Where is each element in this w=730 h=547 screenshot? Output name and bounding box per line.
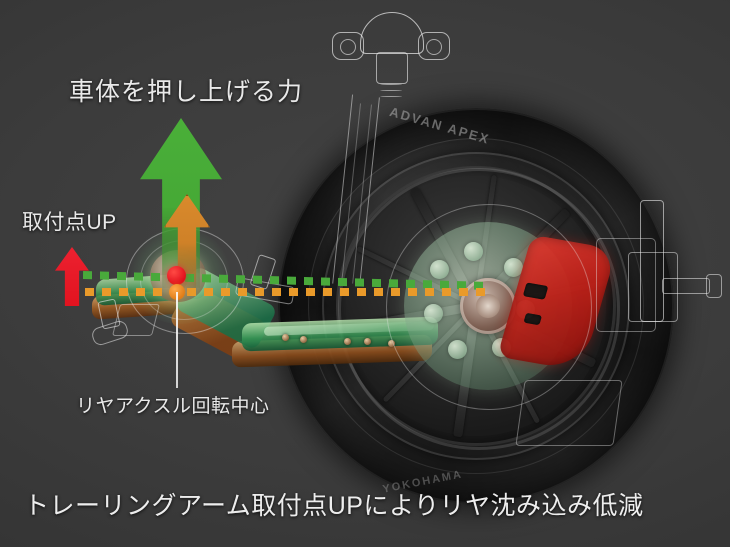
rear-damper-body <box>628 252 678 322</box>
label-push-force: 車体を押し上げる力 <box>69 78 304 106</box>
rear-damper-tip <box>706 274 722 298</box>
strut-top-mount <box>332 12 450 97</box>
trailing-arm <box>96 265 438 378</box>
label-axle-center: リヤアクスル回転中心 <box>76 396 270 417</box>
label-mount-up: 取付点UP <box>22 211 117 234</box>
old-mount-reference-line <box>85 288 487 296</box>
figure-caption: トレーリングアーム取付点UPによりリヤ沈み込み低減 <box>24 492 644 520</box>
rear-damper-arm <box>662 278 710 294</box>
new-pivot-marker <box>167 266 186 285</box>
hub-wireframe-ring <box>386 204 592 410</box>
leader-line-axle-center <box>176 292 178 388</box>
wheel-outer-ring <box>338 168 620 450</box>
knuckle-wireframe <box>596 238 656 332</box>
